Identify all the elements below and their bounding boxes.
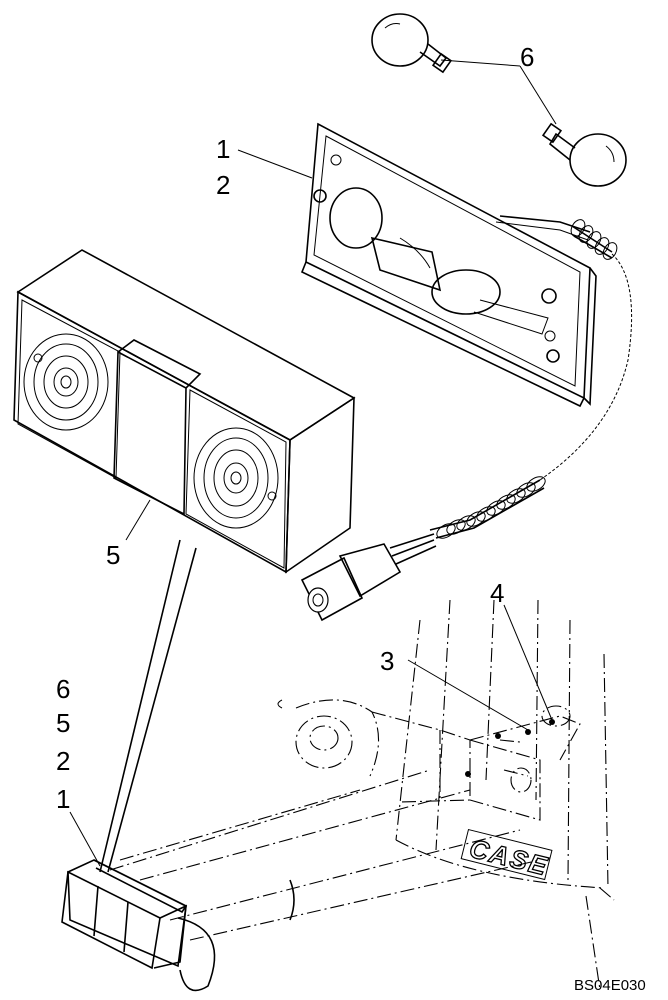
wire-connector — [300, 476, 546, 622]
callout-bulbs: 6 — [520, 42, 534, 72]
assembly-list-item: 1 — [56, 784, 70, 814]
figure-reference-code: BS04E030 — [574, 977, 646, 994]
assembly-list-item: 2 — [56, 746, 70, 776]
assembly-list-item: 5 — [56, 708, 70, 738]
bulb-lower — [541, 122, 627, 187]
callout-lens: 5 — [106, 540, 120, 570]
callout-nut: 4 — [490, 578, 504, 608]
projection-lines — [99, 539, 541, 941]
leader-lines — [69, 59, 557, 867]
callout-housing-part: 1 — [216, 134, 230, 164]
assembled-lamp — [61, 859, 216, 992]
bulb-upper — [371, 13, 453, 74]
wire-harness-upper — [539, 219, 633, 481]
lamp-base-plate — [300, 122, 597, 408]
case-logo: CASE — [460, 828, 553, 882]
mounting-bracket — [277, 599, 615, 991]
lamp-lens — [13, 249, 356, 574]
callout-bolt: 3 — [380, 646, 394, 676]
callout-housing-gasket: 2 — [216, 170, 230, 200]
assembly-list-item: 6 — [56, 674, 70, 704]
